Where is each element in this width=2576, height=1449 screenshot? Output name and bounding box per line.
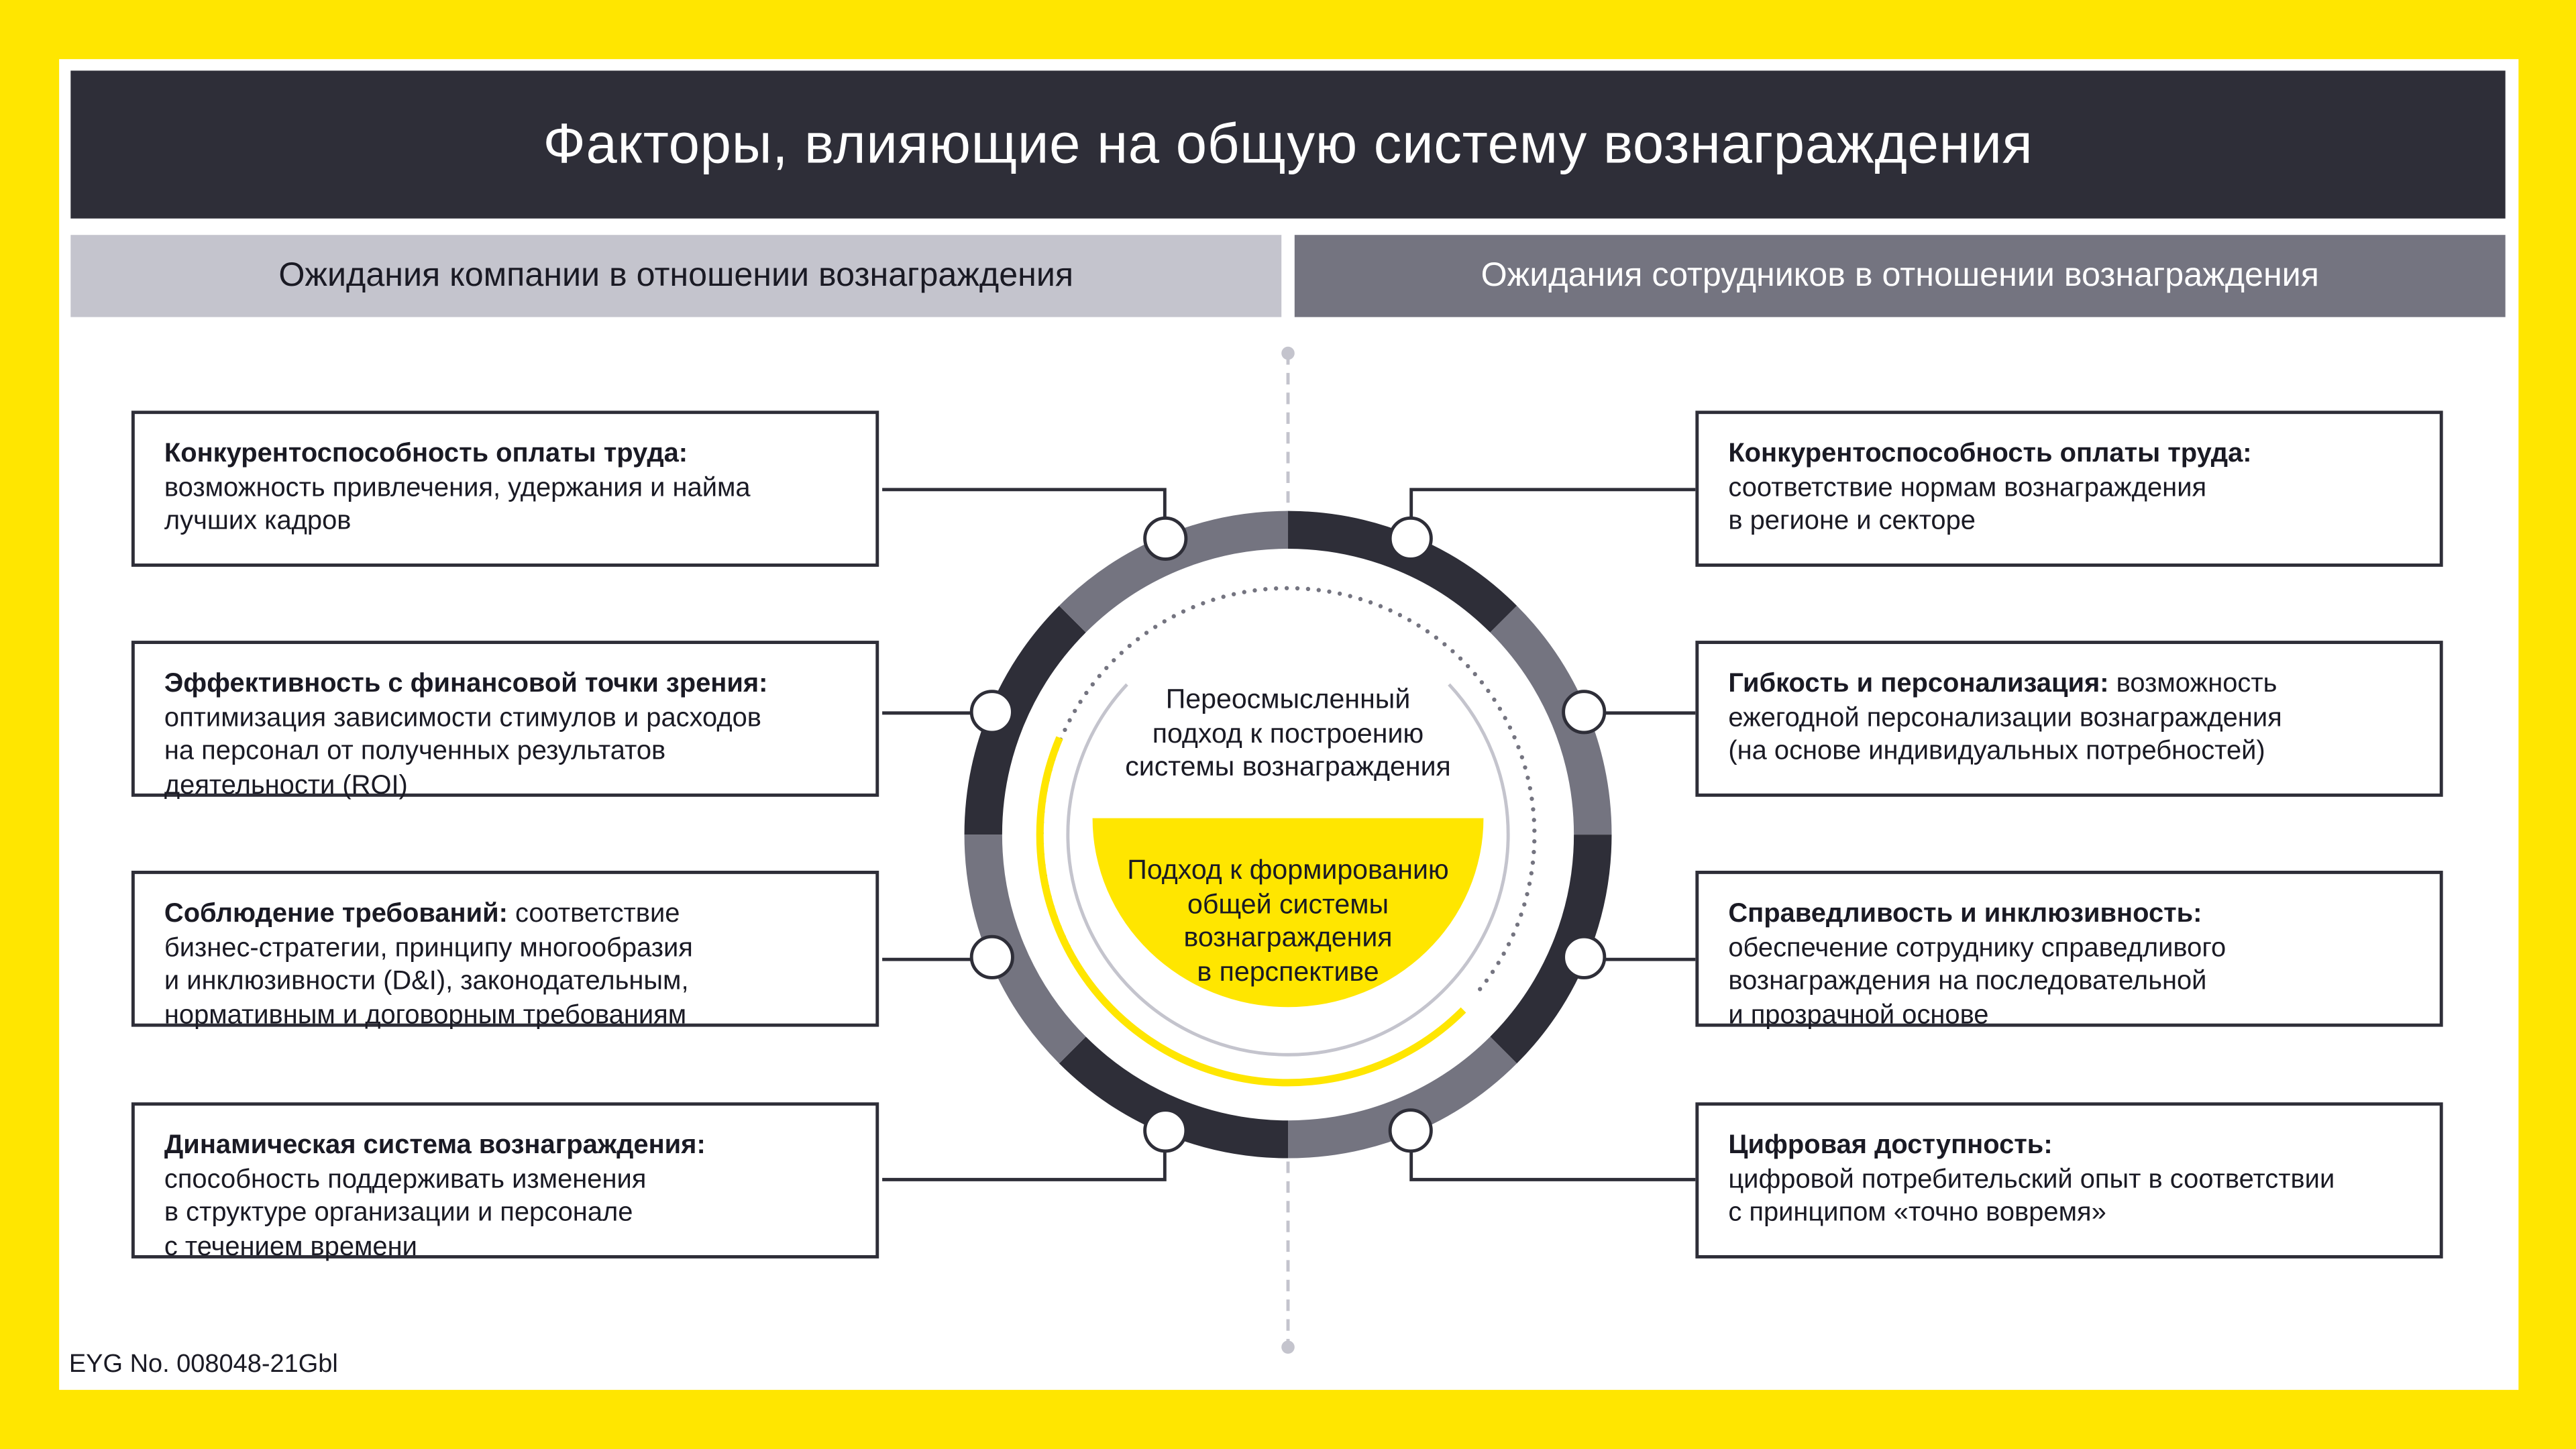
factor-title: Эффективность с финансовой точки зрения: — [164, 668, 768, 698]
company-factor-box: Динамическая система вознаграждения: спо… — [131, 1102, 879, 1258]
employee-factor-box: Справедливость и инклюзивность: обеспече… — [1695, 870, 2443, 1030]
yellow-half-disc — [1092, 818, 1484, 1008]
company-expectations-header: Ожидания компании в отношении вознагражд… — [70, 235, 1282, 317]
factor-title: Справедливость и инклюзивность: — [1728, 898, 2202, 928]
connector-node-icon — [1143, 1108, 1188, 1153]
factor-description: оптимизация зависимости стимулов и расхо… — [164, 702, 761, 800]
factor-description: цифровой потребительский опыт в соответс… — [1728, 1164, 2335, 1228]
center-top-text: Переосмысленный подход к построению сист… — [1125, 683, 1451, 782]
factor-title: Конкурентоспособность оплаты труда: — [164, 438, 688, 468]
company-factor-box: Соблюдение требований: соответствие бизн… — [131, 870, 879, 1030]
connector-node-icon — [1143, 516, 1188, 561]
factor-title: Цифровая доступность: — [1728, 1130, 2053, 1160]
center-bottom-text: Подход к формированию общей системы возн… — [1127, 854, 1449, 987]
connector-node-icon — [969, 934, 1014, 979]
connector-line — [1409, 488, 1696, 534]
connector-node-icon — [1388, 1108, 1433, 1153]
factor-title: Соблюдение требований: — [164, 898, 508, 928]
connector-node-icon — [969, 690, 1014, 735]
factor-description: возможность привлечения, удержания и най… — [164, 472, 751, 536]
factor-title: Динамическая система вознаграждения: — [164, 1130, 706, 1160]
yellow-arc — [1036, 736, 1466, 1087]
employee-factor-box: Цифровая доступность: цифровой потребите… — [1695, 1102, 2443, 1258]
page-title: Факторы, влияющие на общую систему возна… — [70, 70, 2506, 219]
connector-node-icon — [1562, 934, 1607, 979]
document-number: EYG No. 008048-21Gbl — [68, 1350, 338, 1379]
employee-factor-box: Конкурентоспособность оплаты труда: соот… — [1695, 411, 2443, 567]
company-factor-box: Конкурентоспособность оплаты труда: возм… — [131, 411, 879, 567]
connector-node-icon — [1388, 516, 1433, 561]
factor-description: возможность ежегодной персонализации воз… — [1728, 668, 2282, 766]
inner-gray-arc — [1066, 683, 1510, 1057]
axis-end-dot — [1281, 1340, 1295, 1354]
factor-description: способность поддерживать изменения в стр… — [164, 1164, 647, 1261]
axis-end-dot — [1281, 346, 1295, 360]
factor-title: Гибкость и персонализация: — [1728, 668, 2109, 698]
factor-description: соответствие нормам вознаграждения в рег… — [1728, 472, 2207, 536]
factor-description: соответствие бизнес-стратегии, принципу … — [164, 898, 693, 1030]
connector-line — [882, 1136, 1167, 1181]
connector-line — [882, 488, 1167, 534]
connector-line — [1409, 1136, 1696, 1181]
connector-node-icon — [1562, 690, 1607, 735]
employee-factor-box: Гибкость и персонализация: возможность е… — [1695, 641, 2443, 797]
factor-title: Конкурентоспособность оплаты труда: — [1728, 438, 2252, 468]
factor-description: обеспечение сотруднику справедливого воз… — [1728, 932, 2226, 1030]
company-factor-box: Эффективность с финансовой точки зрения:… — [131, 641, 879, 797]
employee-expectations-header: Ожидания сотрудников в отношении вознагр… — [1294, 235, 2506, 317]
